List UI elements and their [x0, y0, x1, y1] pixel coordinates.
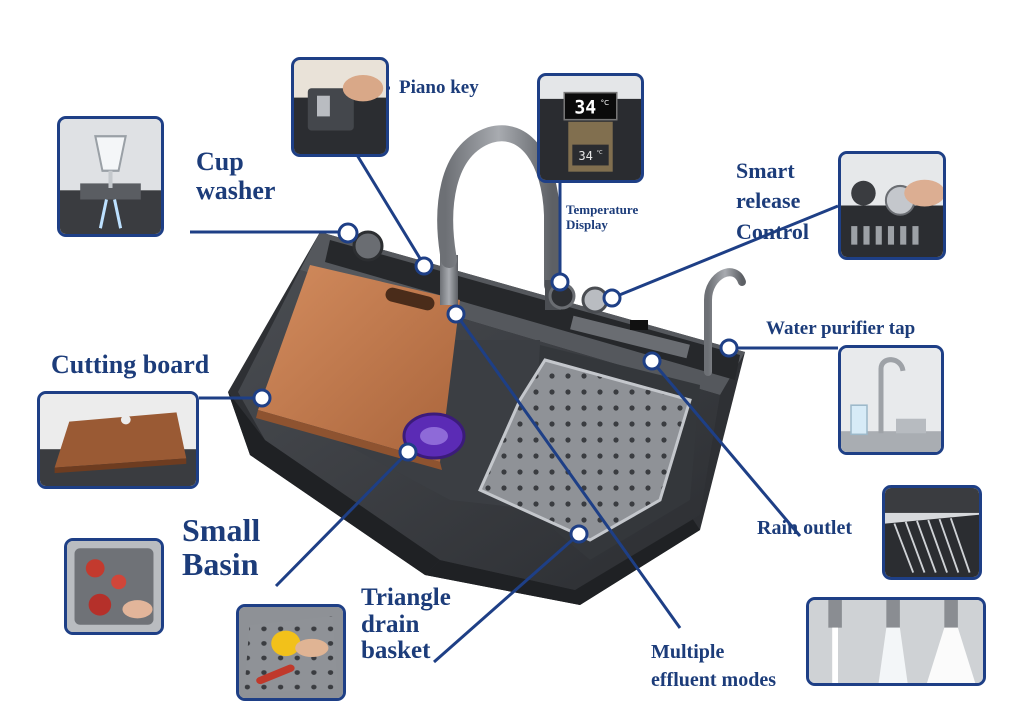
label-effluent-line1: Multiple — [651, 641, 725, 663]
label-smart-release-line1: Smart — [736, 158, 795, 183]
label-temperature-line2: Display — [566, 216, 608, 232]
label-water-purifier: Water purifier tap — [766, 318, 916, 339]
label-small-basin-line2: Basin — [182, 545, 259, 582]
label-rain-outlet: Rain outlet — [757, 517, 852, 539]
rain-outlet-strip — [570, 315, 690, 359]
label-temperature-line1: Temperature — [566, 202, 639, 217]
label-small-basin-line1: Small — [182, 512, 261, 548]
label-temperature-display: Temperature Display — [566, 202, 639, 232]
temp-unit-large: °C — [601, 98, 609, 107]
purifier-tap — [704, 268, 746, 376]
thumb-small-basin — [64, 538, 164, 635]
thumb-cutting-board — [37, 391, 199, 489]
label-small-basin: Small Basin — [182, 512, 261, 582]
temp-readout-large: 34 — [574, 97, 596, 118]
thumb-water-purifier — [838, 345, 944, 455]
thumb-effluent-modes — [806, 597, 986, 686]
thumb-rain-outlet — [882, 485, 982, 580]
thumb-triangle-basket — [236, 604, 346, 701]
leader-lines — [190, 86, 839, 664]
label-smart-release-line2: release — [736, 188, 801, 214]
label-cup-washer-line2: washer — [196, 176, 276, 206]
temp-readout-small: 34 — [578, 149, 593, 163]
label-piano-key: Piano key — [399, 77, 479, 98]
label-triangle-line2: drain — [361, 610, 420, 638]
label-triangle-line1: Triangle — [361, 584, 451, 611]
thumb-smart-release — [838, 151, 946, 260]
cutting-board — [256, 265, 460, 470]
label-triangle-line3: basket — [361, 637, 431, 664]
label-smart-release-line3: Control — [736, 218, 809, 244]
thumb-cup-washer — [57, 116, 164, 237]
label-cutting-board: Cutting board — [51, 350, 210, 379]
drain-basket — [478, 358, 692, 542]
label-cup-washer-line1: Cup — [196, 147, 244, 176]
label-effluent-modes: Multiple effluent modes — [651, 638, 776, 695]
callout-dots — [252, 222, 739, 544]
cup-washer-knob — [352, 230, 384, 262]
label-effluent-line2: effluent modes — [651, 669, 776, 692]
thumb-temperature-display: 34 °C 34 °C — [537, 73, 644, 183]
label-smart-release: Smart release Control — [736, 156, 809, 247]
label-triangle-basket: Triangle drain basket — [361, 584, 451, 665]
temp-unit-small: °C — [597, 150, 603, 156]
thumb-piano-key — [291, 57, 389, 157]
label-cup-washer: Cup washer — [196, 147, 275, 205]
